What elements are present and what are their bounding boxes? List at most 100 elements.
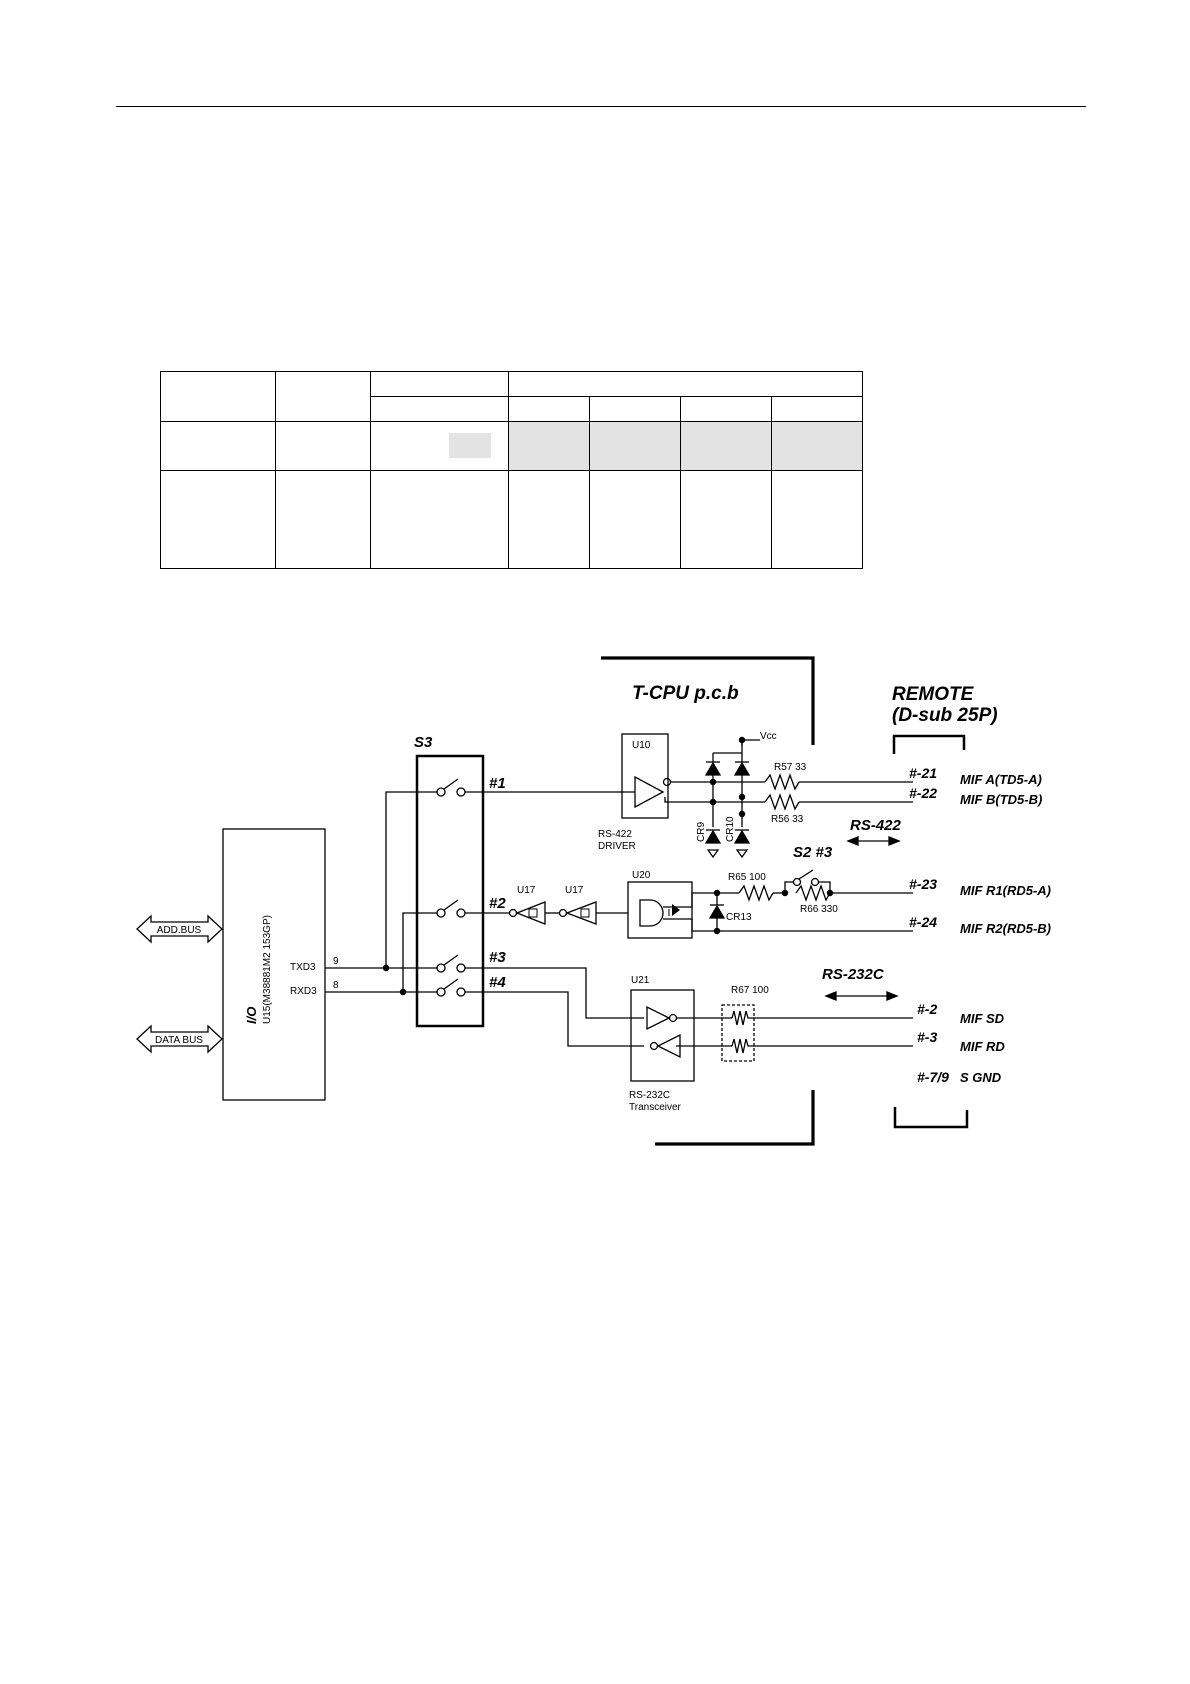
txd3-label: TXD3: [290, 962, 316, 973]
s3-switch-bank: [415, 754, 485, 1028]
remote-title: REMOTE: [892, 684, 975, 705]
s3-switches: [436, 778, 466, 997]
s3-pin-2: #2: [489, 895, 506, 912]
u21-driver-symbol: [646, 1005, 671, 1031]
table-row: [160, 470, 863, 569]
pin-22-label: #-22: [909, 785, 937, 801]
table-cell: [589, 421, 681, 471]
u17-buffers: [508, 901, 628, 925]
s3-pin-3: #3: [489, 949, 506, 966]
rs422-direction-arrow: [846, 836, 901, 846]
u10-buffer-symbol: [634, 775, 665, 809]
io-chip-label: U15(M38881M2 153GP): [262, 915, 273, 1024]
io-switch-wiring: [325, 791, 437, 993]
u10-output-bubble: [662, 777, 672, 787]
s2-label: S2 #3: [793, 844, 833, 861]
pin-3-signal: MIF RD: [960, 1039, 1005, 1054]
junction-dots: [382, 736, 834, 996]
r56-resistor: [764, 793, 800, 811]
u21-label: U21: [631, 975, 650, 986]
u10-caption-1: RS-422: [598, 829, 632, 840]
s3-label: S3: [414, 734, 433, 751]
pin-24-signal: MIF R2(RD5-B): [960, 921, 1051, 936]
table-cell: [160, 470, 276, 569]
table-cell: [508, 371, 863, 397]
pin-7-9-signal: S GND: [960, 1070, 1002, 1085]
txd3-pin: 9: [333, 956, 339, 967]
u21-caption-1: RS-232C: [629, 1090, 670, 1101]
table-cell: [275, 421, 371, 471]
table-row: [160, 421, 863, 471]
r66-label: R66 330: [800, 904, 838, 915]
pin-21-label: #-21: [909, 765, 937, 781]
data-bus-arrow: DATA BUS: [136, 1024, 223, 1054]
pin-23-signal: MIF R1(RD5-A): [960, 883, 1051, 898]
table-cell: [370, 421, 509, 471]
table-cell: [771, 421, 863, 471]
page-header-rule: [116, 106, 1086, 107]
u17-label-1: U17: [517, 885, 536, 896]
receive-wiring: [680, 881, 913, 932]
cr13-label: CR13: [726, 912, 752, 923]
table-cell: [771, 396, 863, 422]
pin-24-label: #-24: [909, 914, 937, 930]
table-cell: [589, 470, 681, 569]
table-cell: [680, 470, 772, 569]
rxd3-pin: 8: [333, 980, 339, 991]
r67-label: R67 100: [731, 985, 769, 996]
cr10-diodes: [733, 761, 751, 859]
board-title: T-CPU p.c.b: [632, 683, 739, 704]
table-cell: [771, 470, 863, 569]
u21-block: [630, 989, 695, 1082]
connector-bracket: [892, 734, 969, 1129]
table-cell: [508, 421, 590, 471]
r67-resistor-a: [731, 1010, 750, 1026]
remote-subtitle: (D-sub 25P): [892, 705, 998, 726]
rs422-wiring: [664, 739, 913, 827]
rs422-label: RS-422: [850, 817, 902, 834]
r57-resistor: [764, 773, 800, 791]
pin-23-label: #-23: [909, 876, 937, 892]
u20-optocoupler: [639, 899, 680, 927]
u10-caption-2: DRIVER: [598, 841, 636, 852]
rs232c-direction-arrow: [824, 991, 899, 1001]
table-cell: [275, 470, 371, 569]
u17-label-2: U17: [565, 885, 584, 896]
table-cell: [680, 421, 772, 471]
pin-2-signal: MIF SD: [960, 1011, 1005, 1026]
u20-block: [627, 881, 693, 939]
u21-driver-bubble: [668, 1013, 678, 1023]
s2-switch: [792, 869, 820, 887]
r65-label: R65 100: [728, 872, 766, 883]
u10-block: [621, 733, 669, 819]
u21-receiver-bubble: [649, 1041, 659, 1051]
io-block-title: I/O: [244, 1007, 259, 1024]
r57-label: R57 33: [774, 762, 807, 773]
u21-caption-2: Transceiver: [629, 1102, 682, 1113]
add-bus-arrow: ADD.BUS: [136, 914, 223, 944]
cr9-diodes: [704, 761, 722, 859]
r67-resistor-b: [731, 1038, 750, 1054]
shaded-mark: [449, 433, 491, 458]
board-outline: [601, 656, 815, 1146]
u20-label: U20: [632, 870, 651, 881]
r65-resistor: [738, 884, 774, 902]
table-cell: [589, 396, 681, 422]
pin-22-signal: MIF B(TD5-B): [960, 792, 1042, 807]
r56-label: R56 33: [771, 814, 804, 825]
table-cell: [680, 396, 772, 422]
u10-label: U10: [632, 740, 651, 751]
pin-3-label: #-3: [917, 1029, 937, 1045]
table-cell: [370, 470, 509, 569]
spec-table: [160, 371, 863, 569]
pin-7-9-label: #-7/9: [917, 1069, 949, 1085]
rxd3-label: RXD3: [290, 986, 317, 997]
pin-2-label: #-2: [917, 1001, 937, 1017]
r66-resistor: [795, 884, 831, 902]
s3-pin-4: #4: [489, 974, 506, 991]
rs232c-wiring: [465, 967, 913, 1047]
io-block: [222, 828, 326, 1101]
data-bus-label: DATA BUS: [155, 1035, 203, 1046]
cr10-label: CR10: [725, 816, 736, 842]
